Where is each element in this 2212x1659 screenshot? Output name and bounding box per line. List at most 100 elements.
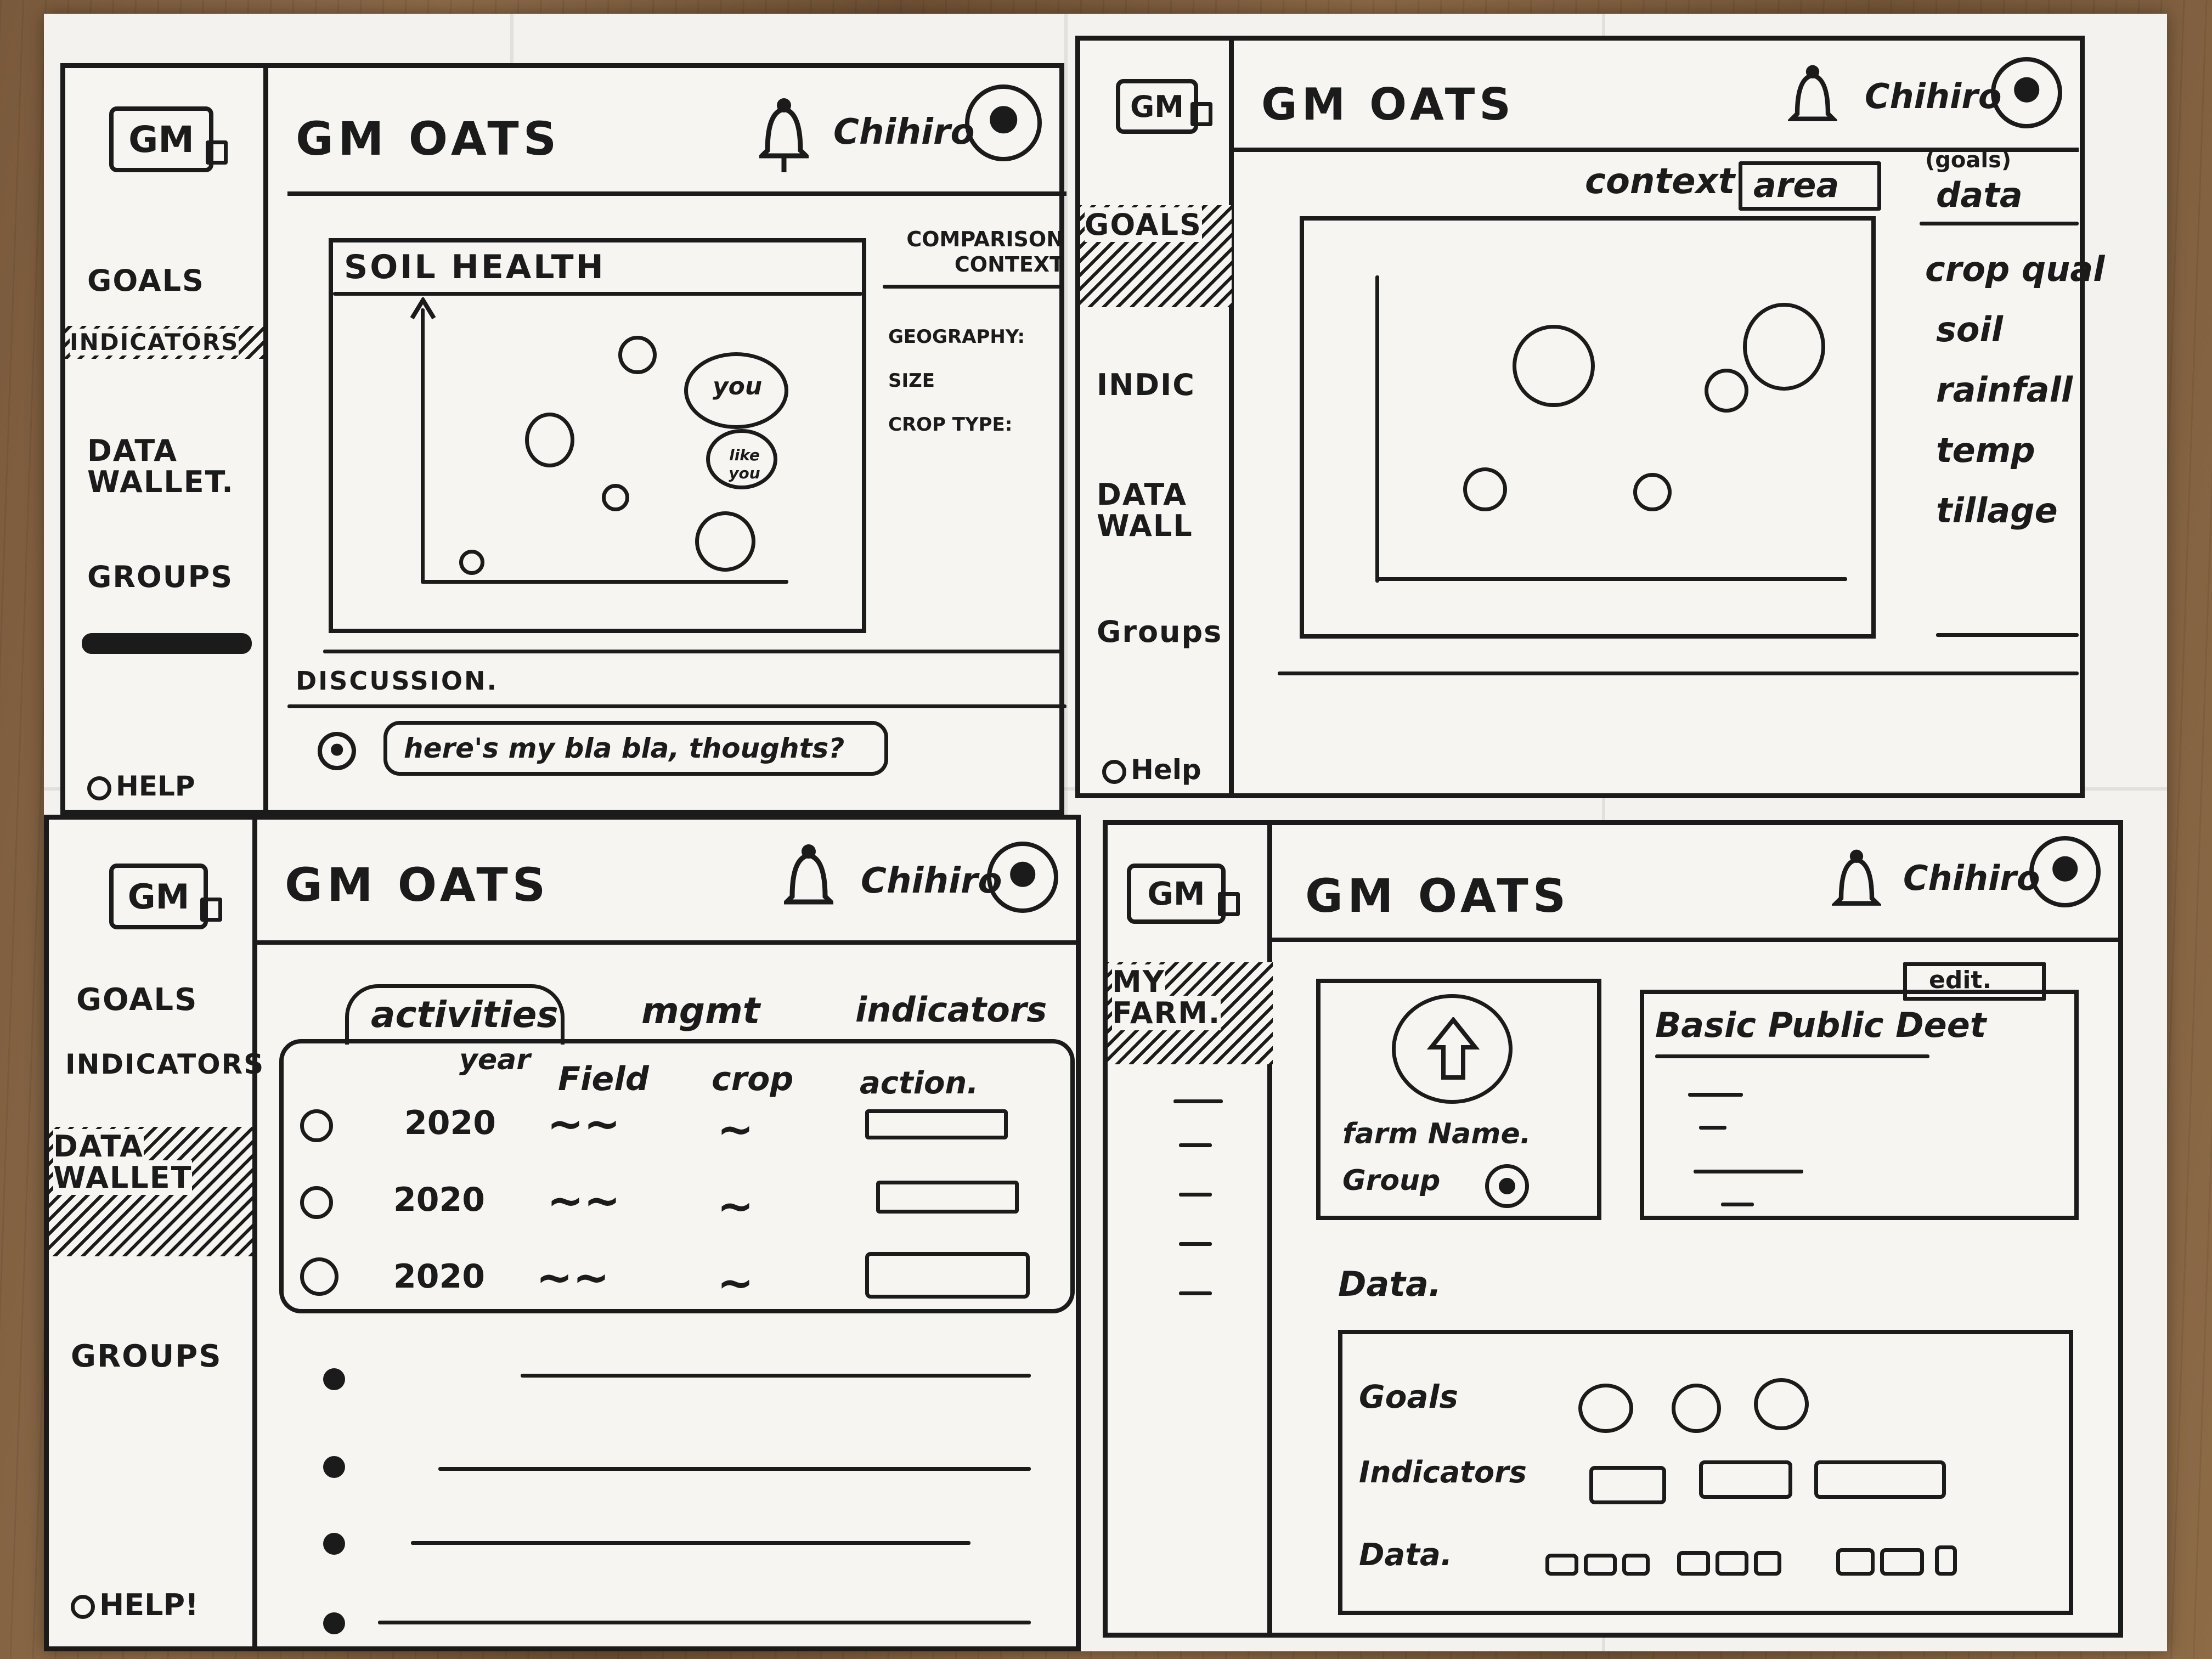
discussion-underline	[287, 704, 1066, 708]
data-chip[interactable]	[1622, 1554, 1650, 1576]
data-chip[interactable]	[1584, 1554, 1617, 1576]
bell-icon[interactable]	[1830, 847, 1883, 926]
sidebar-item-data-wallet[interactable]: DATA WALLET	[49, 1127, 252, 1256]
data-bubble[interactable]	[602, 484, 629, 511]
goal-badge[interactable]	[1672, 1384, 1721, 1433]
help-link[interactable]: HELP!	[71, 1588, 199, 1622]
sidebar-placeholder	[1179, 1242, 1212, 1246]
data-bubble[interactable]	[695, 511, 755, 572]
sidebar-item-goals[interactable]: GOALS	[87, 263, 205, 298]
context-crop-type[interactable]: CROP TYPE:	[888, 414, 1013, 436]
row-select-radio[interactable]	[300, 1257, 338, 1296]
farm-name[interactable]: farm Name.	[1342, 1118, 1531, 1150]
table-row[interactable]: 2020 ~~ ~	[284, 1175, 1070, 1241]
logo[interactable]: GM	[1116, 79, 1212, 134]
tab-context[interactable]: context	[1585, 161, 1735, 202]
tab-activities[interactable]: activities	[345, 984, 565, 1045]
data-bubble[interactable]	[1463, 467, 1507, 511]
data-chip[interactable]	[1716, 1551, 1748, 1576]
avatar[interactable]	[2029, 836, 2101, 907]
avatar[interactable]	[965, 84, 1042, 161]
goal-badge[interactable]	[1578, 1384, 1633, 1433]
data-chip[interactable]	[1754, 1551, 1781, 1576]
indicator-chip[interactable]	[1814, 1460, 1946, 1499]
chart-title-underline	[333, 292, 862, 296]
data-chip[interactable]	[1836, 1548, 1875, 1576]
logo[interactable]: GM	[109, 106, 228, 172]
row-action-button[interactable]	[865, 1252, 1030, 1299]
bell-icon[interactable]	[756, 95, 812, 180]
sidebar-item-data-wallet[interactable]: DATA WALL	[1097, 477, 1193, 543]
sidebar-item-indicators[interactable]: INDICATORS	[65, 326, 263, 359]
group-radio[interactable]	[1485, 1164, 1529, 1208]
context-size[interactable]: SIZE	[888, 370, 935, 392]
data-bubble[interactable]	[618, 336, 657, 374]
table-row[interactable]: 2020 ~~ ~	[284, 1246, 1070, 1312]
row-crop: ~	[717, 1104, 754, 1155]
wireframe-my-farm-screen: GM MY FARM. GM OATS Chihiro farm Name. G…	[1103, 820, 2123, 1638]
sidebar-item-indicators[interactable]: INDICATORS	[65, 1048, 265, 1080]
data-bubble[interactable]	[1633, 473, 1672, 511]
sidebar-item-indicators[interactable]: INDIC	[1097, 368, 1195, 402]
help-link[interactable]: Help	[1102, 754, 1201, 786]
username[interactable]: Chihiro	[1903, 858, 2040, 898]
row-action-button[interactable]	[865, 1109, 1008, 1139]
data-bubble-like-you[interactable]: like you	[706, 429, 777, 489]
row-year: 2020	[393, 1257, 485, 1296]
sidebar-item-goals[interactable]: GOALS	[76, 982, 198, 1018]
data-bubble-you[interactable]: you	[684, 352, 788, 429]
table-row[interactable]: 2020 ~~ ~	[284, 1098, 1070, 1164]
help-icon	[71, 1595, 95, 1620]
sidebar-item-data-wallet[interactable]: DATA WALLET.	[87, 433, 234, 499]
sidebar-item-groups[interactable]: GROUPS	[71, 1339, 222, 1374]
data-item-tillage[interactable]: tillage	[1936, 490, 2058, 531]
username[interactable]: Chihiro	[861, 861, 1002, 901]
indicator-chip[interactable]	[1699, 1460, 1792, 1499]
sidebar-item-goals[interactable]: GOALS	[1080, 205, 1232, 307]
sidebar-item-groups[interactable]: GROUPS	[87, 560, 234, 594]
bell-icon[interactable]	[1786, 63, 1839, 142]
logo[interactable]: GM	[109, 864, 222, 929]
data-chip[interactable]	[1935, 1545, 1957, 1576]
placeholder-text	[1688, 1093, 1743, 1097]
farm-logo-upload[interactable]	[1392, 994, 1513, 1104]
logo[interactable]: GM	[1127, 864, 1240, 924]
edit-button[interactable]: edit.	[1903, 962, 2046, 1001]
data-item-rainfall[interactable]: rainfall	[1936, 370, 2073, 410]
data-chip[interactable]	[1545, 1554, 1578, 1576]
context-geography[interactable]: GEOGRAPHY:	[888, 326, 1025, 348]
data-bubble[interactable]	[525, 413, 574, 467]
avatar[interactable]	[1991, 57, 2062, 128]
data-item-soil[interactable]: soil	[1936, 309, 2004, 349]
bell-icon[interactable]	[781, 842, 837, 926]
data-bubble[interactable]	[1705, 369, 1748, 413]
data-chip[interactable]	[1880, 1548, 1924, 1576]
comment-bubble[interactable]: here's my bla bla, thoughts?	[383, 721, 888, 776]
list-item[interactable]	[323, 1456, 1036, 1478]
avatar[interactable]	[987, 842, 1058, 913]
tab-indicators[interactable]: indicators	[855, 990, 1047, 1030]
goal-badge[interactable]	[1754, 1378, 1809, 1430]
list-item[interactable]	[323, 1368, 1036, 1390]
placeholder-text	[378, 1621, 1031, 1624]
sidebar-item-groups[interactable]: Groups	[1097, 614, 1223, 649]
row-select-radio[interactable]	[300, 1109, 333, 1142]
data-bubble[interactable]	[459, 550, 484, 575]
list-item[interactable]	[323, 1533, 1036, 1555]
tab-mgmt[interactable]: mgmt	[641, 990, 760, 1032]
data-bubble[interactable]	[1743, 303, 1825, 391]
comparison-divider	[883, 285, 1064, 289]
sidebar-item-my-farm[interactable]: MY FARM.	[1108, 962, 1273, 1064]
data-item-temp[interactable]: temp	[1936, 430, 2035, 470]
username[interactable]: Chihiro	[1865, 76, 2002, 116]
row-action-button[interactable]	[876, 1181, 1019, 1214]
data-item-crop-qual[interactable]: crop qual	[1925, 249, 2105, 289]
tab-area[interactable]: area	[1739, 161, 1881, 211]
username[interactable]: Chihiro	[833, 112, 975, 153]
list-item[interactable]	[323, 1612, 1036, 1634]
indicator-chip[interactable]	[1589, 1466, 1666, 1504]
row-select-radio[interactable]	[300, 1186, 333, 1219]
help-link[interactable]: HELP	[87, 770, 195, 802]
data-bubble[interactable]	[1513, 325, 1595, 407]
data-chip[interactable]	[1677, 1551, 1710, 1576]
